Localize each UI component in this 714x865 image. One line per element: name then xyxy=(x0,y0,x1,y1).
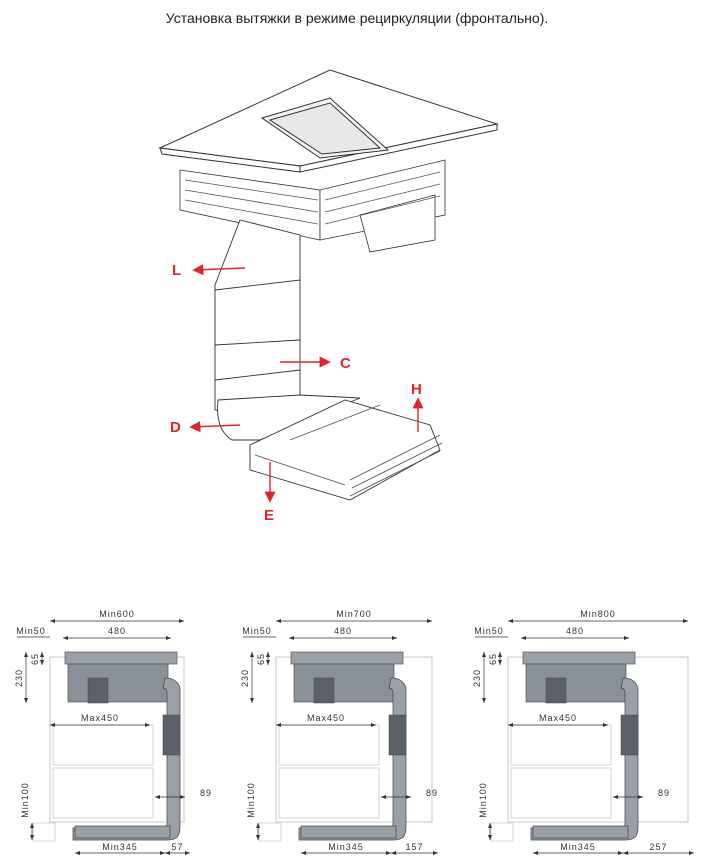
d89-label: 89 xyxy=(200,788,212,798)
duct-filter xyxy=(388,714,407,756)
d89-label: 89 xyxy=(426,788,438,798)
min-width-label: Min700 xyxy=(336,609,372,619)
min100-label: Min100 xyxy=(246,782,256,818)
min100-label: Min100 xyxy=(478,782,488,818)
vertical-duct xyxy=(298,677,407,841)
label-D: D xyxy=(170,419,181,436)
min345-label: Min345 xyxy=(560,842,596,852)
isometric-hood-drawing: L C D E H xyxy=(158,69,499,524)
cooktop-width-label: 480 xyxy=(334,626,352,636)
hood-motor-housing xyxy=(67,663,169,703)
cooktop xyxy=(290,651,404,665)
dimension-arrows xyxy=(189,264,424,503)
plinth xyxy=(490,822,514,842)
drawer-upper xyxy=(510,724,612,766)
cooktop-width-label: 480 xyxy=(108,626,126,636)
plinth xyxy=(258,822,282,842)
min-width-label: Min800 xyxy=(580,609,616,619)
gap-label: 257 xyxy=(649,842,667,852)
cooktop-plate xyxy=(158,69,499,173)
h65-label: 65 xyxy=(30,653,40,665)
drawer-lower xyxy=(510,767,612,819)
fan-unit xyxy=(545,677,567,704)
plinth xyxy=(32,822,56,842)
hood-motor-housing xyxy=(525,663,627,703)
min345-label: Min345 xyxy=(328,842,364,852)
hood-body xyxy=(179,159,446,253)
max450-label: Max450 xyxy=(307,713,345,723)
max450-label: Max450 xyxy=(81,713,119,723)
horizontal-duct xyxy=(532,825,629,839)
min100-label: Min100 xyxy=(20,782,30,818)
duct-filter xyxy=(620,714,639,756)
h65-label: 65 xyxy=(488,653,498,665)
min-width-label: Min600 xyxy=(99,609,135,619)
min50-label: Min50 xyxy=(16,626,46,636)
h230-label: 230 xyxy=(240,669,250,687)
gap-label: 157 xyxy=(405,842,423,852)
hood-motor-housing xyxy=(293,663,395,703)
drawer-upper xyxy=(52,724,154,766)
cooktop xyxy=(522,651,636,665)
label-C: C xyxy=(340,355,351,372)
vertical-duct xyxy=(530,677,639,841)
drawer-lower xyxy=(278,767,380,819)
min345-label: Min345 xyxy=(102,842,138,852)
min50-label: Min50 xyxy=(474,626,504,636)
d89-label: 89 xyxy=(658,788,670,798)
h230-label: 230 xyxy=(472,669,482,687)
label-H: H xyxy=(411,381,422,398)
label-L: L xyxy=(172,262,181,279)
label-E: E xyxy=(264,507,274,524)
horizontal-duct xyxy=(74,825,171,839)
vertical-duct xyxy=(72,677,181,841)
h230-label: 230 xyxy=(14,669,24,687)
fan-unit xyxy=(313,677,335,704)
duct-filter xyxy=(162,714,181,756)
horizontal-duct xyxy=(300,825,397,839)
drawer-upper xyxy=(278,724,380,766)
drawer-lower xyxy=(52,767,154,819)
max450-label: Max450 xyxy=(539,713,577,723)
recirculation-duct xyxy=(214,219,443,501)
fan-unit xyxy=(87,677,109,704)
cooktop xyxy=(64,651,178,665)
min50-label: Min50 xyxy=(242,626,272,636)
cooktop-width-label: 480 xyxy=(566,626,584,636)
page-title: Установка вытяжки в режиме рециркуляции … xyxy=(165,10,549,26)
h65-label: 65 xyxy=(256,653,266,665)
gap-label: 57 xyxy=(171,842,183,852)
